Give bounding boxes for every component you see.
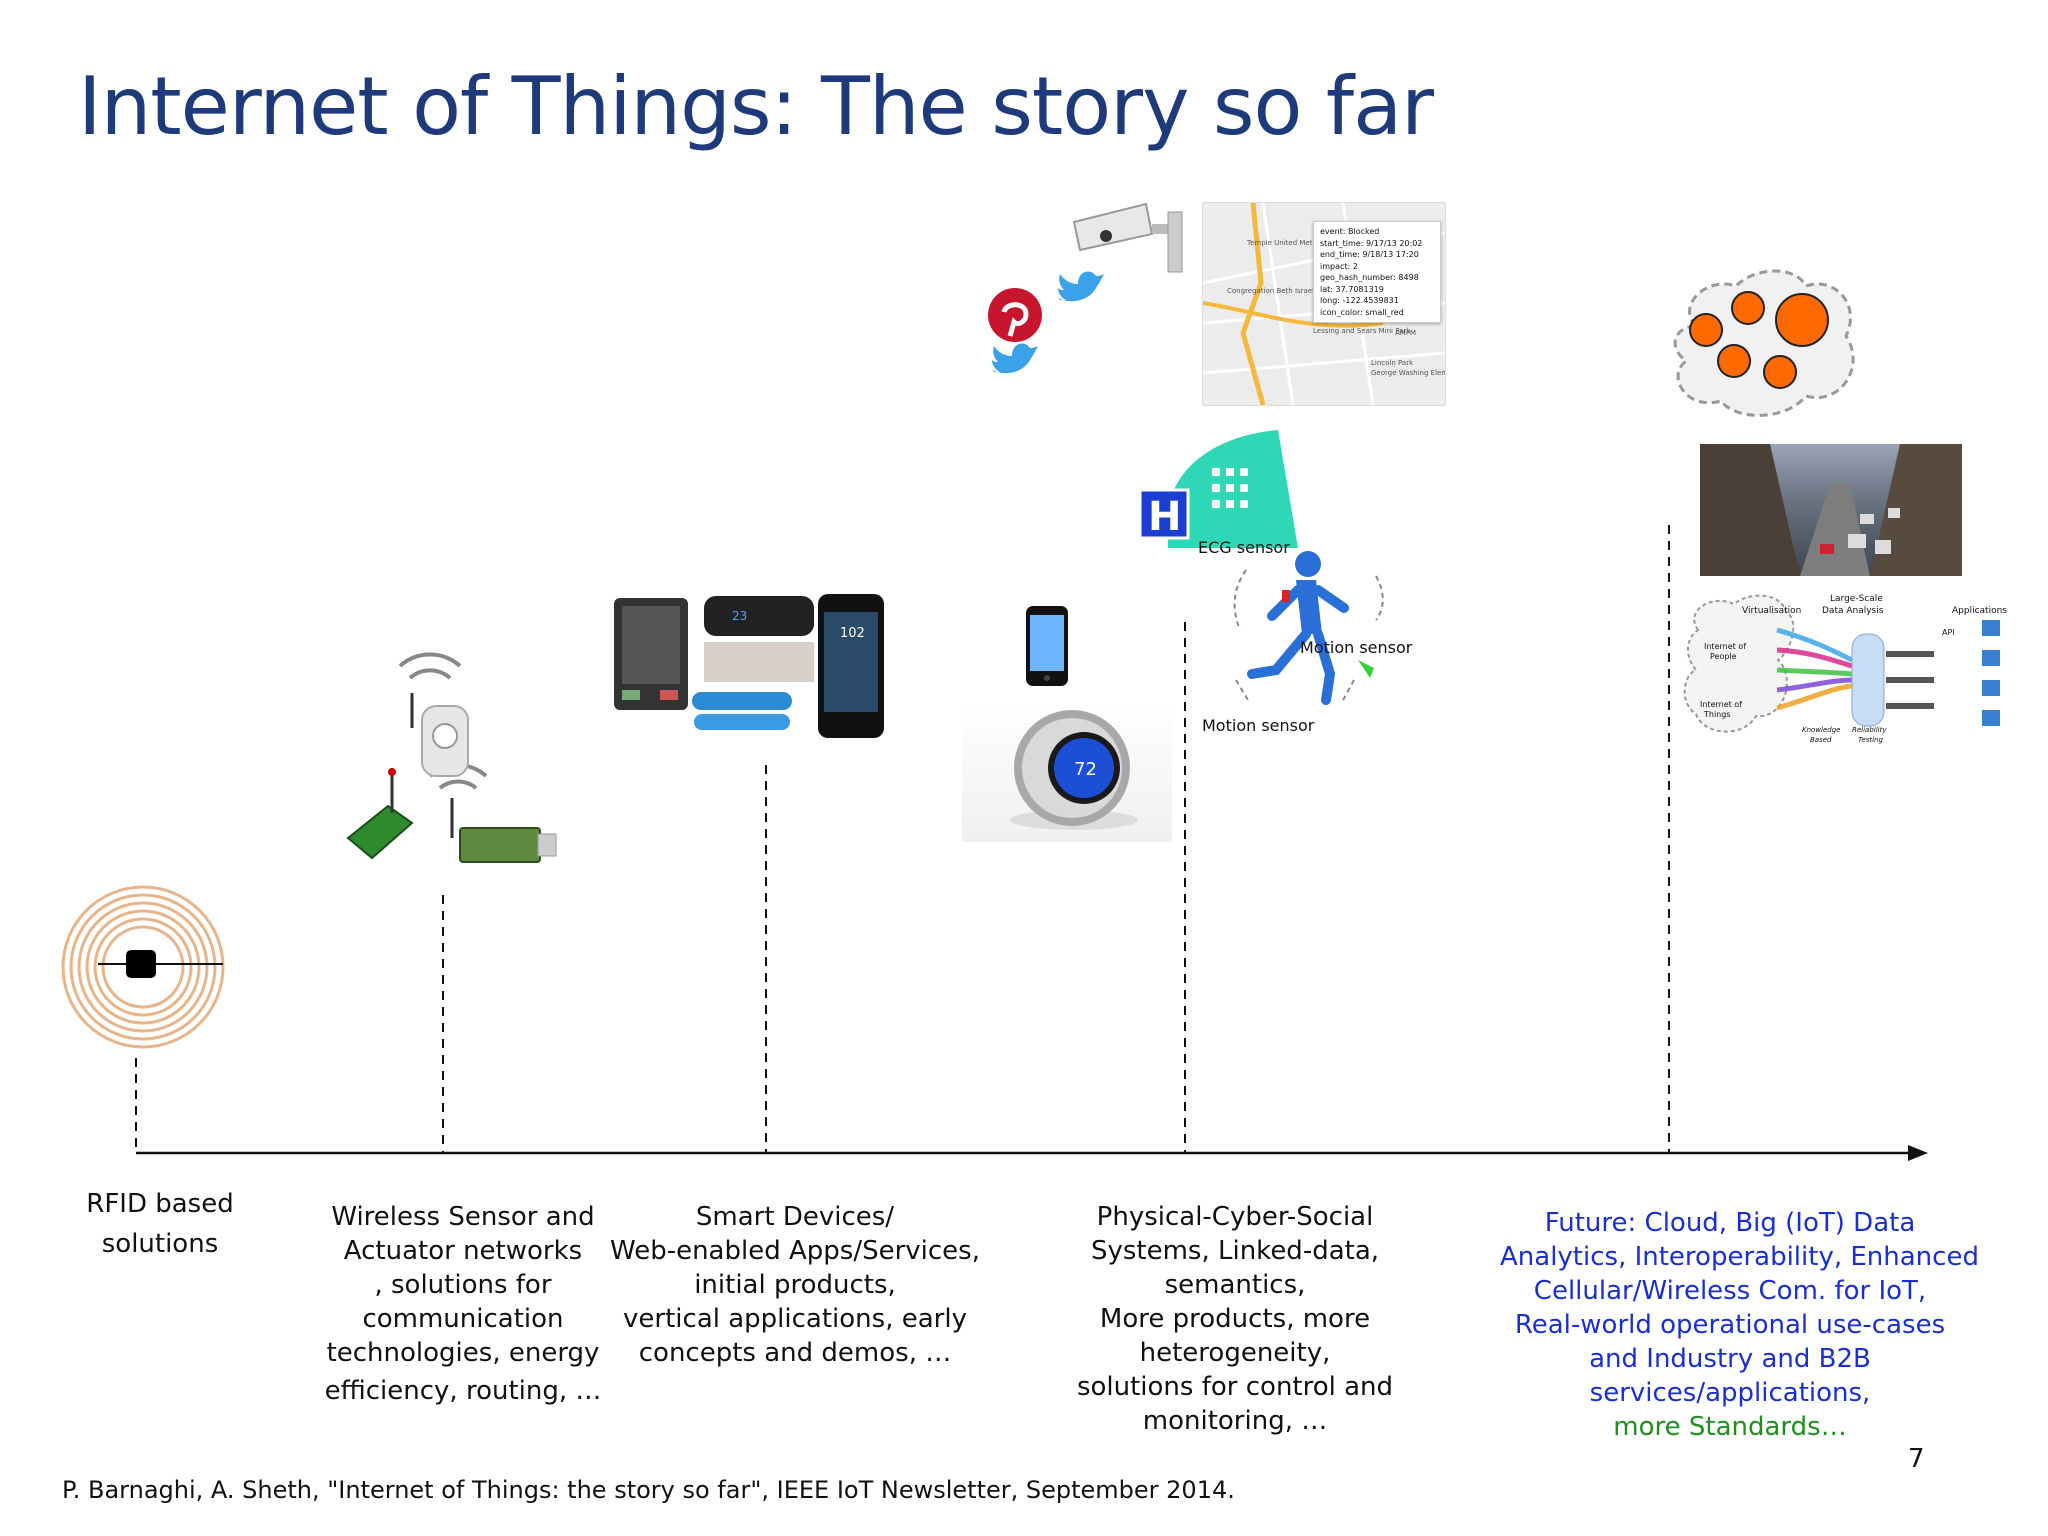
motion-sensor-label: Motion sensor bbox=[1202, 716, 1315, 735]
twitter-bird-icon bbox=[992, 343, 1038, 374]
cloud-data-icon bbox=[1673, 269, 1855, 417]
rfid-tag-image bbox=[61, 885, 225, 1049]
popup-line: end_time: 9/18/13 17:20 bbox=[1320, 250, 1419, 259]
map-place-label: AMPM bbox=[1395, 329, 1417, 337]
popup-line: long: -122.4539831 bbox=[1320, 296, 1399, 305]
cctv-camera-icon bbox=[1072, 202, 1183, 273]
stage-caption-wsn: Wireless Sensor and Actuator networks , … bbox=[324, 1202, 602, 1406]
timeline-arrowhead bbox=[1908, 1145, 1928, 1161]
thermostat-image: 72 bbox=[962, 702, 1172, 842]
map-info-popup: event: Blocked start_time: 9/17/13 20:02… bbox=[1313, 221, 1441, 323]
smartphone-reading: 102 bbox=[840, 626, 865, 641]
framework-label: Internet of bbox=[1704, 642, 1747, 651]
framework-label: People bbox=[1710, 652, 1737, 661]
framework-label: Based bbox=[1810, 736, 1832, 744]
slide-title: Internet of Things: The story so far bbox=[78, 60, 1434, 153]
reference-citation: P. Barnaghi, A. Sheth, "Internet of Thin… bbox=[62, 1476, 1235, 1504]
smart-devices-image: 23 102 bbox=[612, 592, 886, 742]
popup-line: impact: 2 bbox=[1320, 261, 1358, 271]
popup-line: start_time: 9/17/13 20:02 bbox=[1320, 238, 1423, 248]
standards-line: more Standards… bbox=[1613, 1412, 1847, 1442]
framework-label: Testing bbox=[1858, 736, 1883, 744]
framework-label: Things bbox=[1704, 710, 1731, 719]
svg-text:H: H bbox=[1148, 494, 1181, 540]
traffic-map-image: Temple United Methodist Church Congregat… bbox=[1202, 202, 1446, 406]
pinterest-icon bbox=[988, 288, 1042, 342]
page-number: 7 bbox=[1908, 1444, 1925, 1474]
map-place-label: Temple United Methodist Church bbox=[1247, 239, 1361, 247]
twitter-bird-icon bbox=[1058, 271, 1104, 302]
map-place-label: Lincoln Park bbox=[1371, 359, 1414, 367]
stage-caption-pcs: Physical-Cyber-Social Systems, Linked-da… bbox=[1076, 1202, 1394, 1436]
framework-label: Data Analysis bbox=[1822, 606, 1884, 616]
thermostat-reading: 72 bbox=[1074, 759, 1097, 780]
popup-line: event: Blocked bbox=[1320, 227, 1380, 236]
stage-caption-smart-devices: Smart Devices/ Web-enabled Apps/Services… bbox=[610, 1202, 980, 1368]
city-traffic-photo bbox=[1700, 444, 1962, 576]
hospital-icon: H bbox=[1138, 430, 1298, 548]
stage-caption-future: Future: Cloud, Big (IoT) Data Analytics,… bbox=[1500, 1208, 1979, 1442]
map-place-label: George Washing Element bbox=[1371, 369, 1445, 377]
framework-label: Virtualisation bbox=[1742, 606, 1802, 616]
framework-label: Large-Scale bbox=[1830, 594, 1883, 604]
smartphone-image bbox=[1026, 606, 1068, 686]
running-person-figure bbox=[1233, 551, 1384, 705]
popup-line: geo_hash_number: 8498 bbox=[1320, 273, 1419, 282]
framework-label: Internet of bbox=[1700, 700, 1743, 709]
wireless-sensor-nodes-image bbox=[346, 652, 557, 863]
ecg-sensor-label: ECG sensor bbox=[1198, 538, 1290, 557]
framework-label: Reliability bbox=[1852, 726, 1887, 734]
iot-framework-diagram: Virtualisation Large-Scale Data Analysis… bbox=[1682, 590, 2012, 750]
svg-text:23: 23 bbox=[732, 609, 747, 623]
map-place-label: Congregation Beth Israel Judea bbox=[1227, 287, 1336, 295]
framework-label: API bbox=[1942, 628, 1955, 637]
motion-sensor-label: Motion sensor bbox=[1300, 638, 1413, 657]
popup-line: icon_color: small_red bbox=[1320, 307, 1404, 317]
popup-line: lat: 37.7081319 bbox=[1320, 284, 1384, 294]
map-place-label: Lessing and Sears Mini Park bbox=[1313, 327, 1411, 335]
stage-caption-rfid: RFID based solutions bbox=[86, 1189, 234, 1259]
framework-label: Applications bbox=[1952, 606, 2007, 616]
framework-label: Knowledge bbox=[1802, 726, 1841, 734]
